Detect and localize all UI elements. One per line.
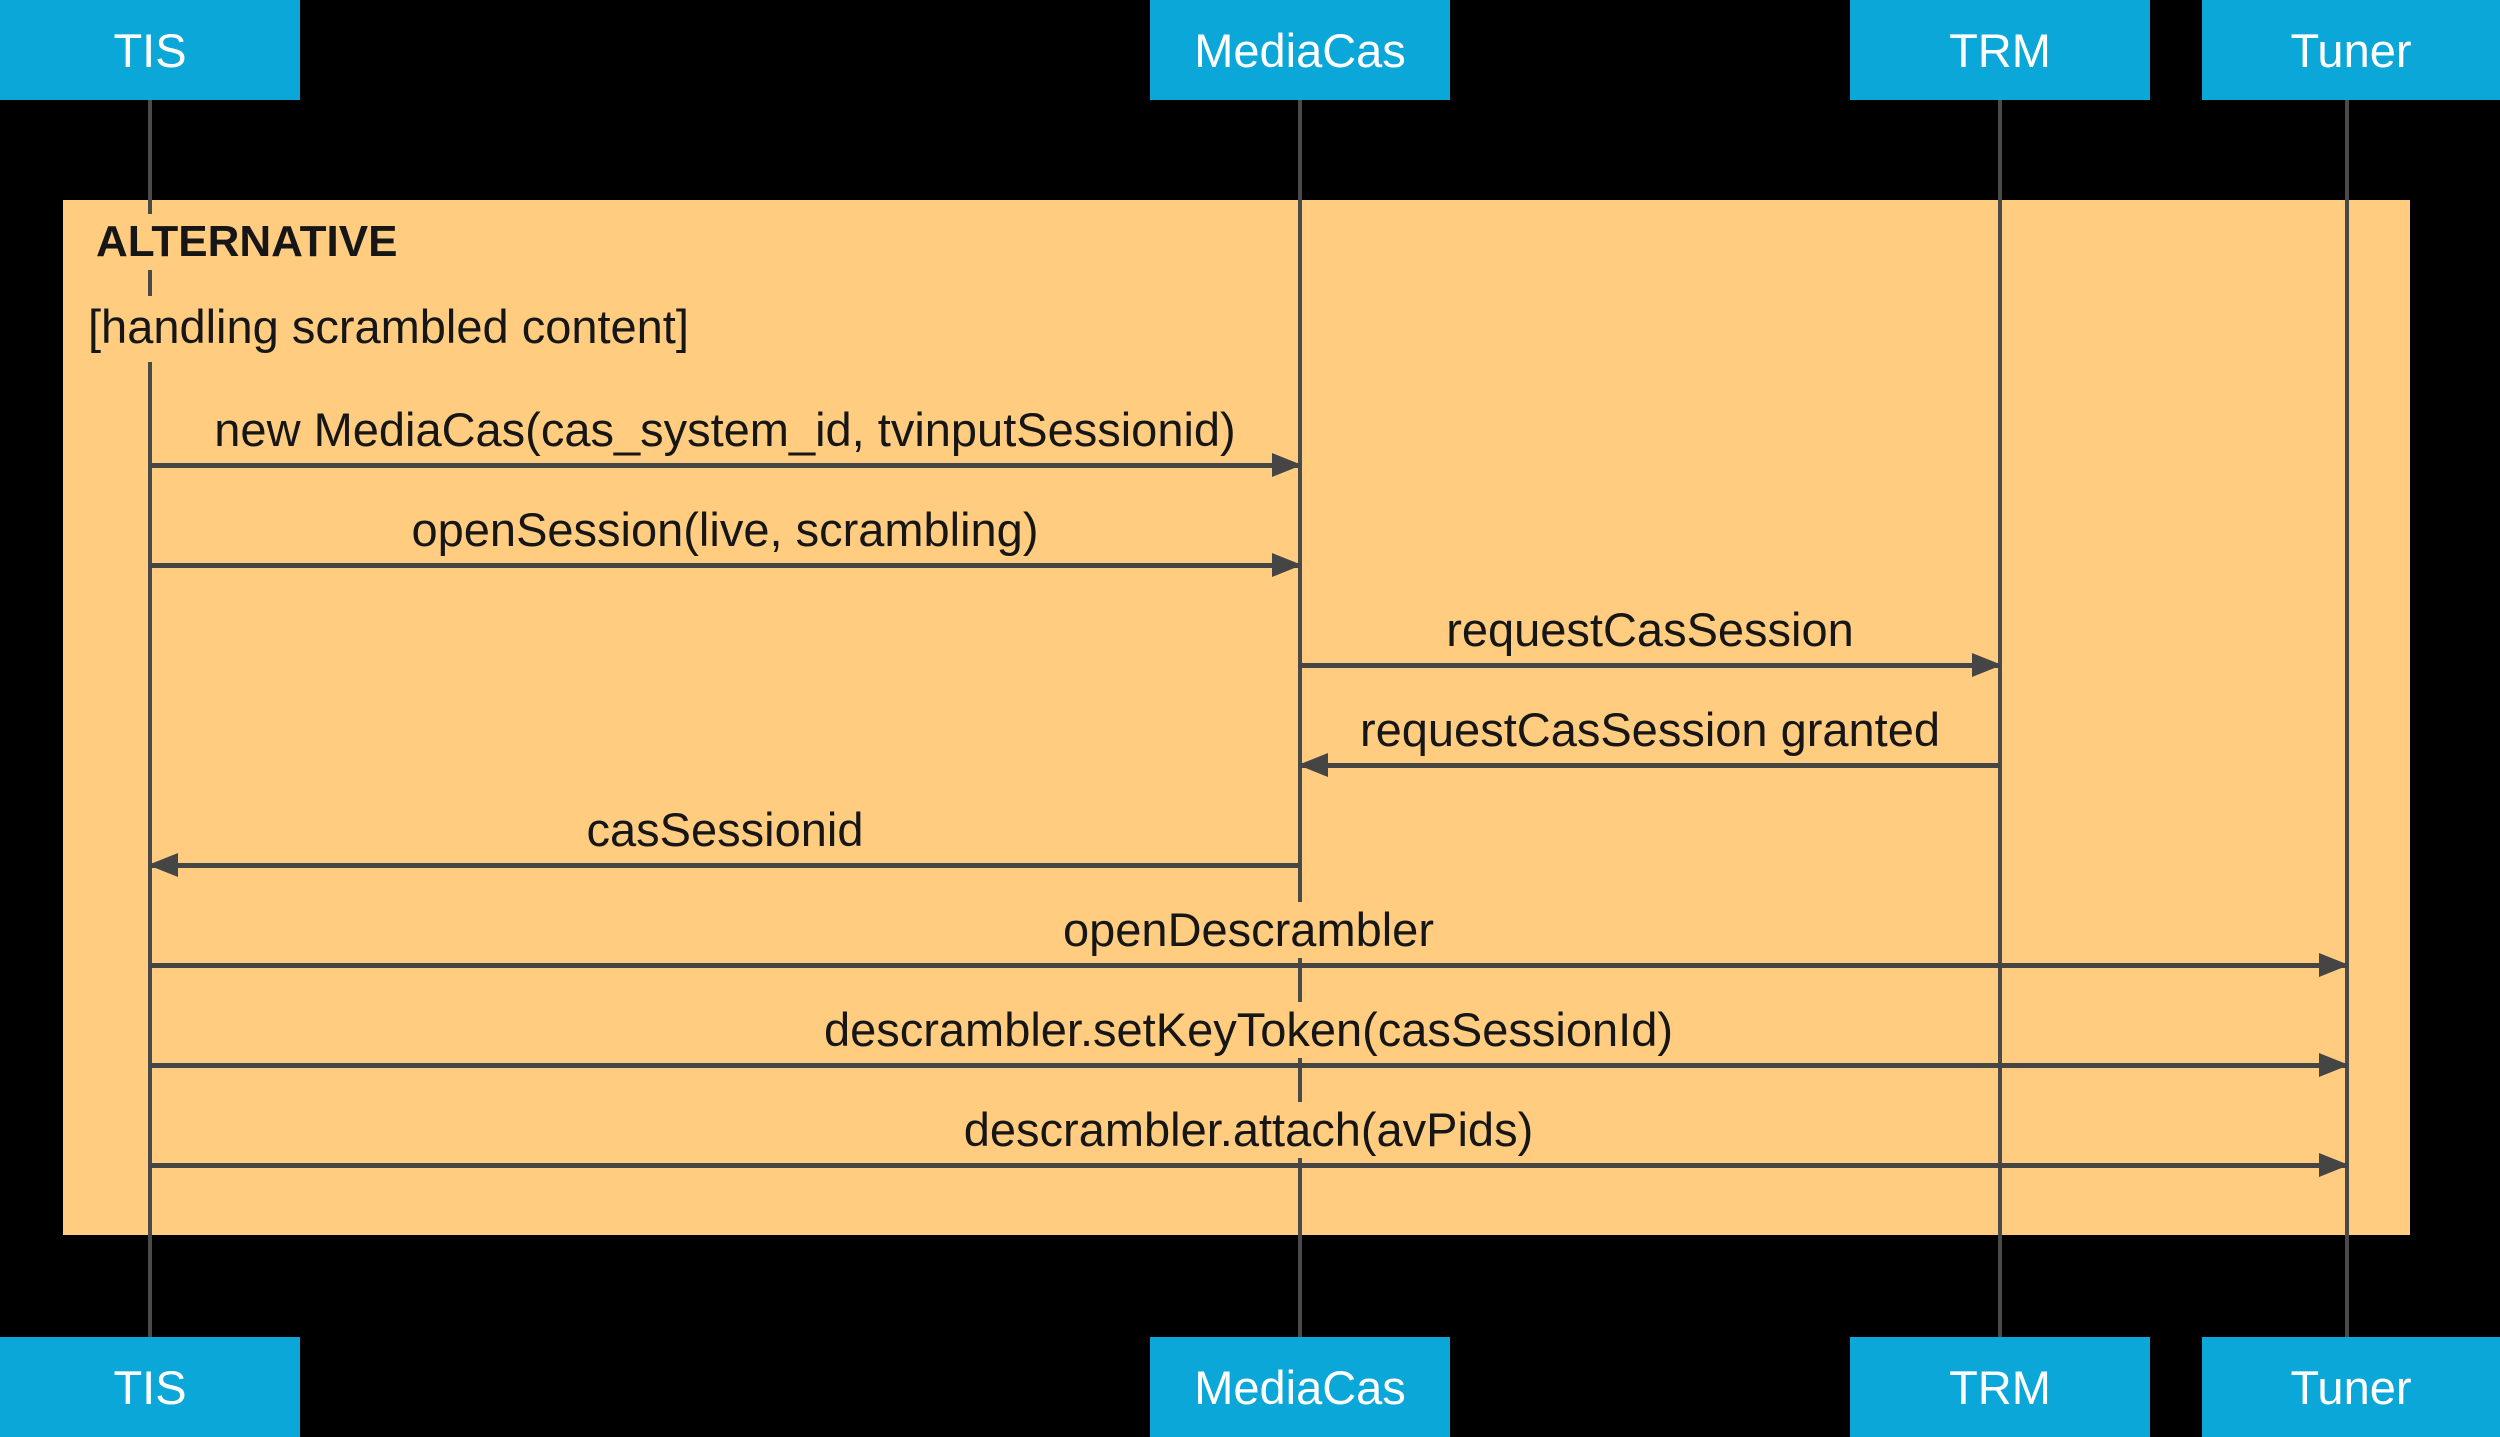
message-new-mediacas: new MediaCas(cas_system_id, tvinputSessi… — [150, 402, 1302, 477]
arrow-left-icon — [1298, 753, 2000, 777]
actor-box-tis-top: TIS — [0, 0, 300, 100]
arrow-right-icon — [150, 1053, 2349, 1077]
actor-box-trm-top: TRM — [1850, 0, 2150, 100]
arrow-right-icon — [150, 453, 1302, 477]
message-cassessionid: casSessionid — [148, 802, 1300, 877]
message-label: descrambler.setKeyToken(casSessionId) — [150, 1002, 2347, 1058]
lifeline-tis — [148, 100, 152, 1337]
lifeline-mediacas — [1298, 100, 1302, 1337]
message-label: openDescrambler — [150, 902, 2347, 958]
frame-operator-label: ALTERNATIVE — [94, 214, 416, 271]
actor-box-tuner-bottom: Tuner — [2202, 1337, 2500, 1437]
actor-box-tis-bottom: TIS — [0, 1337, 300, 1437]
message-label: openSession(live, scrambling) — [150, 502, 1300, 558]
actor-box-mediacas-bottom: MediaCas — [1150, 1337, 1450, 1437]
arrow-right-icon — [150, 1153, 2349, 1177]
arrow-right-icon — [150, 553, 1302, 577]
message-attach: descrambler.attach(avPids) — [150, 1102, 2349, 1177]
alt-fragment-frame — [63, 200, 2410, 1235]
actor-box-trm-bottom: TRM — [1850, 1337, 2150, 1437]
arrow-right-icon — [1300, 653, 2002, 677]
frame-guard-label: [handling scrambled content] — [86, 296, 707, 363]
message-opendescrambler: openDescrambler — [150, 902, 2349, 977]
message-label: descrambler.attach(avPids) — [150, 1102, 2347, 1158]
lifeline-trm — [1998, 100, 2002, 1337]
message-requestcassession-granted: requestCasSession granted — [1298, 702, 2000, 777]
arrow-left-icon — [148, 853, 1300, 877]
actor-box-mediacas-top: MediaCas — [1150, 0, 1450, 100]
lifeline-tuner — [2345, 100, 2349, 1337]
message-label: casSessionid — [150, 802, 1300, 858]
message-label: requestCasSession — [1300, 602, 2000, 658]
message-label: requestCasSession granted — [1300, 702, 2000, 758]
actor-box-tuner-top: Tuner — [2202, 0, 2500, 100]
message-label: new MediaCas(cas_system_id, tvinputSessi… — [150, 402, 1300, 458]
message-requestcassession: requestCasSession — [1300, 602, 2002, 677]
message-setkeytoken: descrambler.setKeyToken(casSessionId) — [150, 1002, 2349, 1077]
arrow-right-icon — [150, 953, 2349, 977]
message-opensession: openSession(live, scrambling) — [150, 502, 1302, 577]
